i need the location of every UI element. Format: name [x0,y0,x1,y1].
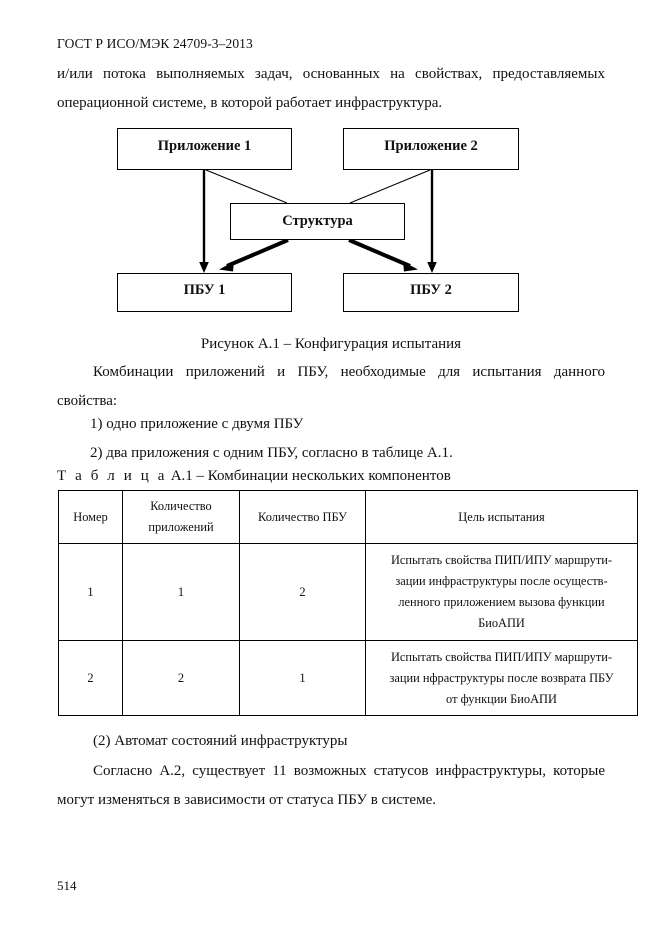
paragraph-automaton-heading: (2) Автомат состояний инфраструктуры [57,727,605,756]
paragraph-accordance: Согласно А.2, существует 11 возможных ст… [57,757,605,815]
paragraph-intro: и/или потока выполняемых задач, основанн… [57,66,605,111]
figure-a1-test-configuration: Приложение 1 Приложение 2 Структура ПБУ … [0,118,661,323]
figure-node-pbu-1: ПБУ 1 [117,273,292,312]
table-header-app-count-line1: Количество [150,499,212,513]
figure-node-pbu-2-label: ПБУ 2 [410,282,452,298]
table-header-app-count: Количество приложений [122,490,240,544]
table-cell-app-count: 2 [122,640,240,716]
running-header: ГОСТ Р ИСО/МЭК 24709-3–2013 [57,36,253,51]
table-row: 2 2 1 Испытать свойства ПИП/ИПУ маршрути… [58,640,638,716]
figure-node-application-1-label: Приложение 1 [157,138,252,154]
table-cell-number: 2 [58,640,123,716]
table-cell-goal-line: от функции БиоАПИ [446,691,557,706]
paragraph-automaton-heading-text: (2) Автомат состояний инфраструктуры [93,733,348,749]
table-cell-goal-line: БиоАПИ [478,616,525,630]
figure-node-application-1: Приложение 1 [117,128,292,170]
table-cell-number: 1 [58,543,123,641]
table-cell-goal-line: Испытать свойства ПИП/ИПУ маршрути- [390,553,613,567]
table-caption-label: Т а б л и ц а [57,468,167,484]
list-item-1: 1) одно приложение с двумя ПБУ [90,416,304,432]
figure-node-structure: Структура [230,203,405,240]
figure-connectors [199,169,437,273]
page-number: 514 [57,878,77,893]
figure-node-structure-label: Структура [282,213,353,229]
table-cell-goal-line: зации инфраструктуры после осуществ- [395,574,608,588]
table-header-row: Номер Количество приложений Количество П… [58,490,638,544]
table-row: 1 1 2 Испытать свойства ПИП/ИПУ маршрути… [58,543,638,641]
figure-node-pbu-2: ПБУ 2 [343,273,519,312]
table-caption-rest: А.1 – Комбинации нескольких компонентов [170,468,451,484]
paragraph-accordance-text: Согласно А.2, существует 11 возможных ст… [57,763,605,808]
table-a1-component-combinations: Номер Количество приложений Количество П… [58,490,638,716]
figure-node-pbu-1-label: ПБУ 1 [183,282,226,298]
table-caption: Т а б л и ц а А.1 – Комбинации нескольки… [57,462,605,491]
table-header-number: Номер [58,490,123,544]
table-cell-pbu-count: 1 [239,640,366,716]
table-cell-goal-line: Испытать свойства ПИП/ИПУ маршрути- [390,649,613,664]
list-item-2: 2) два приложения с одним ПБУ, согласно … [90,445,453,461]
figure-node-application-2-label: Приложение 2 [384,138,478,154]
figure-caption: Рисунок А.1 – Конфигурация испытания [200,336,462,352]
table-header-test-goal: Цель испытания [365,490,638,544]
table-cell-test-goal: Испытать свойства ПИП/ИПУ маршрути- заци… [365,543,638,641]
figure-node-application-2: Приложение 2 [343,128,519,170]
table-cell-goal-line: ленного приложением вызова функции [398,595,605,609]
paragraph-combinations-text: Комбинации приложений и ПБУ, необходимые… [57,364,605,409]
table-cell-pbu-count: 2 [239,543,366,641]
table-header-app-count-line2: приложений [148,520,214,534]
table-cell-test-goal: Испытать свойства ПИП/ИПУ маршрути- заци… [365,640,638,716]
paragraph-combinations: Комбинации приложений и ПБУ, необходимые… [57,358,605,416]
table-header-pbu-count: Количество ПБУ [239,490,366,544]
table-cell-goal-line: зации нфраструктуры после возврата ПБУ [389,670,614,685]
table-cell-app-count: 1 [122,543,240,641]
